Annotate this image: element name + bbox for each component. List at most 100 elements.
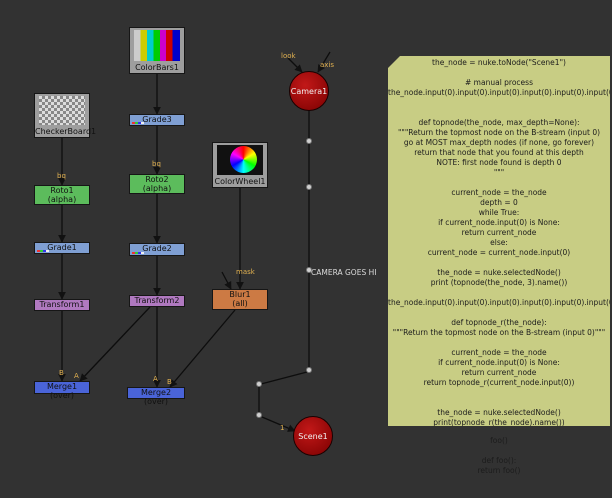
grade3-node[interactable]: Grade3: [129, 114, 185, 126]
tail-line: def foo():: [481, 456, 517, 465]
sticky-line: else:: [490, 238, 508, 247]
sticky-line: [388, 288, 610, 298]
edge-label-axis: axis: [320, 61, 335, 69]
tail-line: [388, 446, 610, 456]
roto1-node[interactable]: Roto1 (alpha): [34, 185, 90, 205]
merge2-node[interactable]: Merge2 (over): [127, 387, 185, 406]
colorbars-node[interactable]: ColorBars1: [129, 27, 185, 74]
sticky-line: # manual process: [465, 78, 533, 87]
sticky-line: """Return the topmost node on the B-stre…: [392, 328, 606, 337]
sticky-note[interactable]: the_node = nuke.toNode("Scene1") # manua…: [388, 56, 610, 426]
grade3-label: Grade3: [142, 115, 172, 124]
sticky-line: go at MOST max_depth nodes (if none, go …: [403, 138, 595, 147]
edge-label-a: A: [153, 375, 158, 383]
dot-node[interactable]: [306, 267, 312, 273]
sticky-line: def topnode(the_node, max_depth=None):: [418, 118, 580, 127]
sticky-line: [388, 178, 610, 188]
checkerboard-thumbnail: [39, 96, 85, 125]
colorwheel-thumbnail: [217, 145, 263, 175]
sticky-line: if current_node.input(0) is None:: [438, 358, 560, 367]
sticky-line: the_node.input(0).input(0).input(0).inpu…: [388, 298, 610, 307]
sticky-line: [388, 68, 610, 78]
sticky-line: [388, 338, 610, 348]
sticky-line: [388, 108, 610, 118]
edge-label-input: 1: [280, 424, 285, 432]
sticky-line: depth = 0: [480, 198, 518, 207]
checkerboard-label: CheckerBoard1: [35, 127, 97, 136]
colorbars-label: ColorBars1: [135, 63, 179, 72]
channel-indicator: [132, 252, 144, 254]
grade1-label: Grade1: [47, 243, 77, 252]
sticky-line: the_node.input(0).input(0).input(0).inpu…: [388, 88, 610, 97]
sticky-line: return current_node: [461, 228, 537, 237]
tail-line: foo(): [490, 436, 508, 445]
edge-label-b: B: [167, 378, 172, 386]
grade2-node[interactable]: Grade2: [129, 243, 185, 256]
blur1-sub-label: (all): [232, 299, 248, 308]
sticky-line: """: [493, 168, 505, 177]
sticky-line: [388, 398, 610, 408]
sticky-line: [388, 308, 610, 318]
sticky-line: """Return the topmost node on the B-stre…: [397, 128, 601, 137]
transform2-label: Transform2: [134, 296, 180, 305]
sticky-line: print(topnode_r(the_node).name()): [433, 418, 565, 426]
merge1-node[interactable]: Merge1 (over): [34, 381, 90, 400]
sticky-line: while True:: [478, 208, 520, 217]
colorwheel-label: ColorWheel1: [214, 177, 266, 186]
transform1-label: Transform1: [39, 300, 85, 309]
dot-node[interactable]: [256, 412, 262, 418]
blur1-node[interactable]: Blur1 (all): [212, 289, 268, 310]
sticky-line: the_node = nuke.toNode("Scene1"): [432, 58, 566, 67]
sticky-line: return current_node: [461, 368, 537, 377]
roto1-label: Roto1: [50, 186, 74, 195]
sticky-line: NOTE: first node found is depth 0: [436, 158, 562, 167]
sticky-line: [388, 98, 610, 108]
checkerboard-node[interactable]: CheckerBoard1: [34, 93, 97, 138]
edge-label-b: B: [59, 369, 64, 377]
sticky-line: current_node = the_node: [451, 348, 547, 357]
channel-indicator: [37, 250, 49, 252]
roto2-node[interactable]: Roto2 (alpha): [129, 174, 185, 194]
sticky-line: return topnode_r(current_node.input(0)): [423, 378, 575, 387]
edge-label-a: A: [74, 372, 79, 380]
grade1-node[interactable]: Grade1: [34, 242, 90, 254]
roto2-sub-label: (alpha): [142, 184, 172, 193]
sticky-line: [388, 388, 610, 398]
edge-label-bq: bq: [152, 160, 161, 168]
colorwheel-disc: [230, 146, 257, 173]
edge-label-look: look: [281, 52, 296, 60]
camera-node[interactable]: Camera1: [289, 71, 329, 111]
sticky-tail-text: foo() def foo():return foo(): [388, 436, 610, 476]
sticky-line: if current_node.input(0) is None:: [438, 218, 560, 227]
sticky-line: print (topnode(the_node, 3).name()): [430, 278, 568, 287]
roto1-sub-label: (alpha): [47, 195, 77, 204]
transform2-node[interactable]: Transform2: [129, 295, 185, 307]
colorwheel-node[interactable]: ColorWheel1: [212, 142, 268, 188]
sticky-line: current_node = current_node.input(0): [427, 248, 571, 257]
dot-node[interactable]: [306, 184, 312, 190]
roto2-label: Roto2: [145, 175, 169, 184]
merge1-label: Merge1 (over): [46, 382, 78, 400]
scene-node[interactable]: Scene1: [293, 416, 333, 456]
sticky-line: return that node that you found at this …: [414, 148, 584, 157]
sticky-line: the_node = nuke.selectedNode(): [437, 408, 561, 417]
sticky-line: current_node = the_node: [451, 188, 547, 197]
blur1-label: Blur1: [229, 290, 251, 299]
dot-node[interactable]: [306, 138, 312, 144]
colorbars-thumbnail: [134, 30, 180, 61]
sticky-line: [388, 258, 610, 268]
tail-line: return foo(): [477, 466, 521, 475]
annotation-text: CAMERA GOES HI: [311, 268, 377, 277]
edge-label-bq: bq: [57, 172, 66, 180]
merge2-label: Merge2 (over): [140, 388, 172, 406]
transform1-node[interactable]: Transform1: [34, 299, 90, 311]
channel-indicator: [132, 122, 144, 124]
edge-label-mask: mask: [236, 268, 255, 276]
sticky-line: def topnode_r(the_node):: [451, 318, 547, 327]
sticky-line: the_node = nuke.selectedNode(): [437, 268, 561, 277]
grade2-label: Grade2: [142, 244, 172, 253]
scene-label: Scene1: [298, 432, 328, 441]
dot-node[interactable]: [306, 367, 312, 373]
dot-node[interactable]: [256, 381, 262, 387]
